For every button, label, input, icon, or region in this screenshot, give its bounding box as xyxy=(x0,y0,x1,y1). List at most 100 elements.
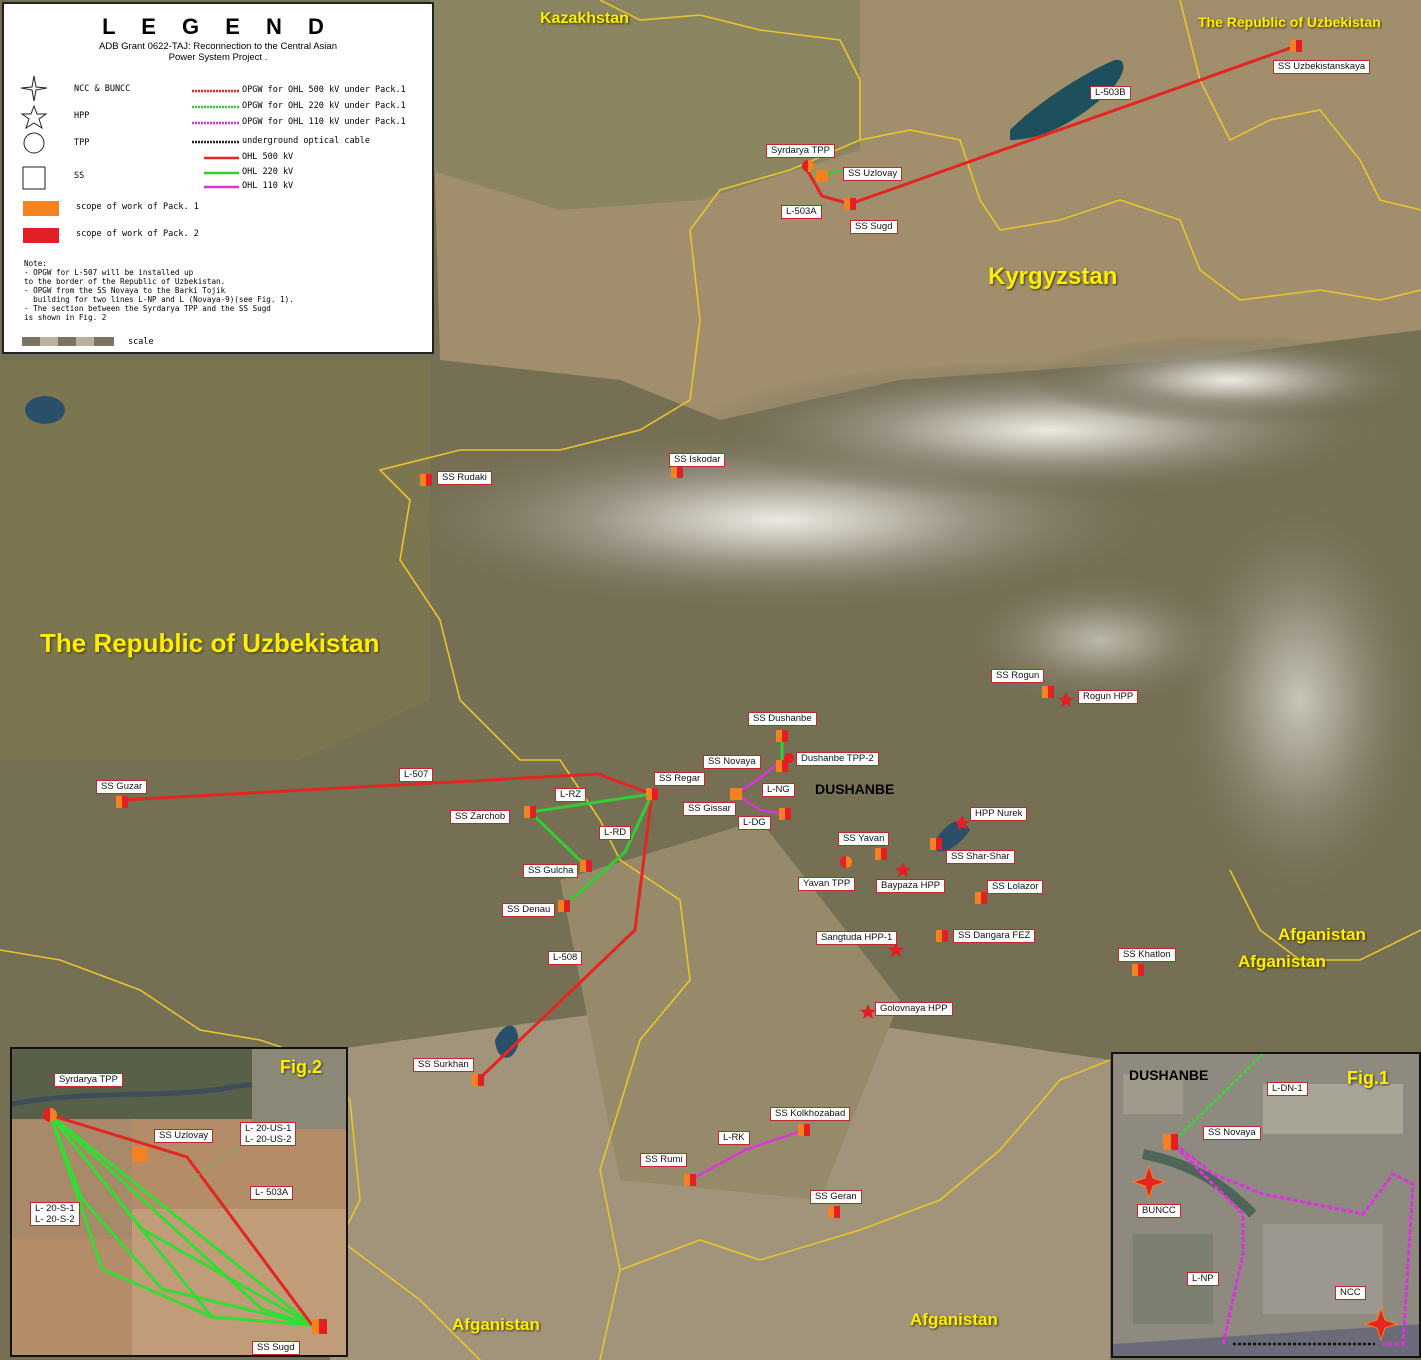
legend-line-underground: underground optical cable xyxy=(242,136,370,146)
terrain-pamir xyxy=(1160,480,1421,920)
label-line-lrz: L-RZ xyxy=(555,788,587,802)
legend-line-ohl110: OHL 110 kV xyxy=(242,181,294,191)
label-yavan-tpp: Yavan TPP xyxy=(798,877,856,891)
line-l503a xyxy=(804,166,852,206)
legend-label-ncc: NCC & BUNCC xyxy=(74,84,131,94)
city-dushanbe: DUSHANBE xyxy=(815,781,895,797)
label-ss-gissar: SS Gissar xyxy=(683,802,736,816)
legend-label-pack2: scope of work of Pack. 2 xyxy=(76,229,199,239)
label-ss-denau: SS Denau xyxy=(502,903,556,917)
label-ss-zarchob: SS Zarchob xyxy=(450,810,511,824)
fig2-label-syrdarya: Syrdarya TPP xyxy=(54,1073,123,1087)
lake-west xyxy=(25,396,65,424)
legend-tpp-circle-icon xyxy=(23,132,45,154)
line-lrz xyxy=(528,792,654,814)
fig1-label-lnp: L-NP xyxy=(1187,1272,1219,1286)
label-line-lrd: L-RD xyxy=(599,826,632,840)
label-rogun-hpp: Rogun HPP xyxy=(1078,690,1139,704)
marker-nurek-hpp xyxy=(954,815,970,830)
label-ss-kolkhozabad: SS Kolkhozabad xyxy=(770,1107,851,1121)
line-lrk xyxy=(688,1128,806,1182)
label-ss-geran: SS Geran xyxy=(810,1190,862,1204)
label-ss-dushanbe: SS Dushanbe xyxy=(748,712,817,726)
label-ss-khatlon: SS Khatlon xyxy=(1118,948,1176,962)
legend-ncc-star-icon xyxy=(20,75,48,102)
line-lrd xyxy=(562,792,654,908)
label-line-ldg: L-DG xyxy=(738,816,771,830)
fig1-label-ldn1: L-DN-1 xyxy=(1267,1082,1308,1096)
terrain-karategin xyxy=(950,570,1250,710)
label-baypaza-hpp: Baypaza HPP xyxy=(876,879,946,893)
label-ss-dangara-fez: SS Dangara FEZ xyxy=(953,929,1036,943)
fig2-title: Fig.2 xyxy=(280,1057,323,1077)
legend-label-hpp: HPP xyxy=(74,111,90,121)
legend-line-ohl500: OHL 500 kV xyxy=(242,152,294,162)
label-ss-rogun: SS Rogun xyxy=(991,669,1045,683)
fig1-city-dushanbe: DUSHANBE xyxy=(1129,1067,1209,1083)
marker-dushanbe-tpp2 xyxy=(784,753,794,763)
label-ss-iskodar: SS Iskodar xyxy=(669,453,726,467)
fig2-line-503a xyxy=(49,1113,314,1326)
legend-pack1-swatch xyxy=(23,201,59,216)
terrain-kazakh-steppe xyxy=(430,0,860,210)
fig1-line-magenta xyxy=(1174,1142,1415,1346)
country-uzbekistan-west: The Republic of Uzbekistan xyxy=(40,628,380,658)
marker-baypaza-hpp xyxy=(895,862,911,877)
label-golovnaya-hpp: Golovnaya HPP xyxy=(875,1002,953,1016)
label-line-l503b: L-503B xyxy=(1090,86,1131,100)
legend-line-ohl220: OHL 220 kV xyxy=(242,167,294,177)
fig2-label-us2: L- 20-US-2 xyxy=(245,1134,292,1145)
label-ss-rumi: SS Rumi xyxy=(640,1153,688,1167)
terrain-west-plain xyxy=(0,360,430,760)
fig1-label-novaya: SS Novaya xyxy=(1203,1126,1261,1140)
fig2-label-us: L- 20-US-1 L- 20-US-2 xyxy=(240,1122,297,1146)
label-ss-uzbekistanskaya: SS Uzbekistanskaya xyxy=(1273,60,1371,74)
legend-label-ss: SS xyxy=(74,171,85,181)
label-ss-gulcha: SS Gulcha xyxy=(523,864,579,878)
fig1-label-ncc: NCC xyxy=(1335,1286,1366,1300)
label-line-l507: L-507 xyxy=(399,768,434,782)
line-ldg xyxy=(734,792,787,816)
label-syrdarya-tpp: Syrdarya TPP xyxy=(766,144,835,158)
legend-note: Note: - OPGW for L-507 will be installed… xyxy=(24,259,294,322)
fig1-line-lnp xyxy=(1173,1144,1245,1345)
label-ss-yavan: SS Yavan xyxy=(838,832,890,846)
transmission-lines xyxy=(120,44,1298,1182)
fig2-uzlovay-marker xyxy=(132,1147,147,1162)
fig1-title: Fig.1 xyxy=(1347,1068,1390,1088)
legend-line-opgw220: OPGW for OHL 220 kV under Pack.1 xyxy=(242,101,406,111)
label-ss-rudaki: SS Rudaki xyxy=(437,471,492,485)
line-l508 xyxy=(476,792,654,1082)
line-zarchob-gulcha xyxy=(528,810,588,868)
label-line-l508: L-508 xyxy=(548,951,583,965)
label-ss-shar-shar: SS Shar-Shar xyxy=(946,850,1015,864)
fig1-buncc-star-icon xyxy=(1131,1164,1167,1200)
legend-label-pack1: scope of work of Pack. 1 xyxy=(76,202,199,212)
country-kazakhstan: Kazakhstan xyxy=(540,10,629,27)
country-afganistan-south-2: Afganistan xyxy=(910,1310,998,1329)
fig2-label-s1: L- 20-S-1 xyxy=(35,1203,75,1214)
marker-golovnaya-hpp xyxy=(860,1004,876,1019)
legend-scale-bar xyxy=(22,337,114,346)
legend-label-tpp: TPP xyxy=(74,138,90,148)
legend-pack2-swatch xyxy=(23,228,59,243)
legend-line-opgw110: OPGW for OHL 110 kV under Pack.1 xyxy=(242,117,406,127)
label-ss-lolazor: SS Lolazor xyxy=(987,880,1044,894)
fig1-ncc-star-icon xyxy=(1363,1306,1399,1342)
fig2-label-sugd: SS Sugd xyxy=(252,1341,300,1355)
station-markers xyxy=(116,40,1302,1218)
country-afganistan-east-2: Afganistan xyxy=(1238,952,1326,971)
fig2-label-503a: L- 503A xyxy=(250,1186,294,1200)
inset-fig1: DUSHANBE Fig.1 L-DN-1 SS Novaya BUNCC L-… xyxy=(1111,1052,1421,1358)
legend-hpp-star-icon xyxy=(20,104,48,130)
legend-ss-square-icon xyxy=(22,166,46,190)
terrain-turkestan-range xyxy=(1030,335,1421,425)
country-afganistan-south-1: Afganistan xyxy=(452,1315,540,1334)
label-line-l503a: L-503A xyxy=(781,205,822,219)
label-ss-guzar: SS Guzar xyxy=(96,780,148,794)
line-lng xyxy=(734,760,782,796)
country-kyrgyzstan: Kyrgyzstan xyxy=(988,263,1118,290)
label-ss-uzlovay: SS Uzlovay xyxy=(843,167,903,181)
